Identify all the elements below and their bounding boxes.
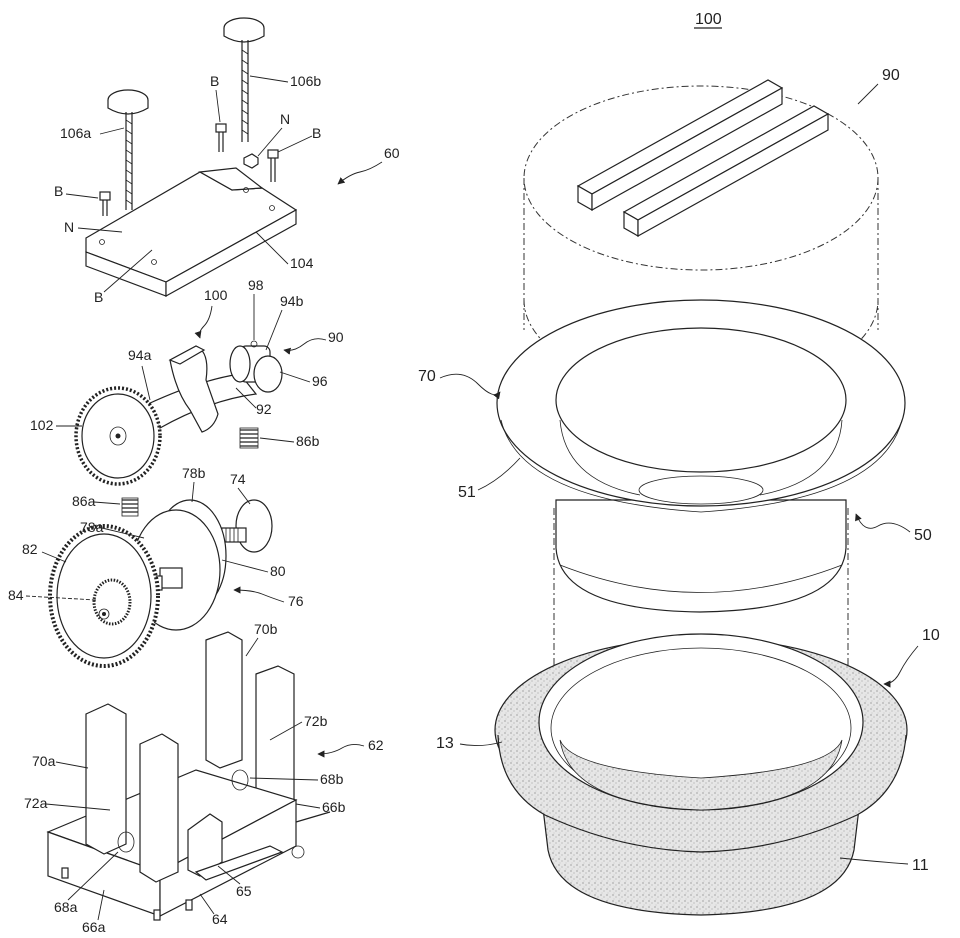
label-72a: 72a [24,795,48,811]
plate-104 [85,167,298,298]
part-10-base [494,633,908,916]
label-r51: 51 [458,484,476,501]
label-66b: 66b [322,799,346,815]
label-65: 65 [236,883,252,899]
main-figure-ref-label: 100 [694,11,722,29]
label-64: 64 [212,911,228,927]
label-B3: B [54,183,63,199]
label-90s: 90 [328,329,344,345]
label-106b: 106b [290,73,321,89]
label-r13: 13 [436,735,454,752]
gear-82 [48,524,160,668]
label-98: 98 [248,277,264,293]
part-50-flanged-cup [496,299,906,613]
label-106a: 106a [60,125,91,141]
label-86b: 86b [296,433,320,449]
label-66a: 66a [82,919,106,935]
label-62: 62 [368,737,384,753]
knob-106a [107,89,149,210]
label-N2: N [64,219,74,235]
part-90-bar-upper [576,79,784,212]
clamp-assembly-90 [147,340,283,433]
label-r10: 10 [922,627,940,644]
label-84: 84 [8,587,24,603]
label-r50: 50 [914,527,932,544]
label-68a: 68a [54,899,78,915]
label-96: 96 [312,373,328,389]
part-90-bar-lower [622,105,830,238]
label-60: 60 [384,145,400,161]
springs-86 [121,427,259,517]
label-B4: B [94,289,103,305]
frame-62 [46,631,331,921]
label-102: 102 [30,417,54,433]
label-86a: 86a [72,493,96,509]
label-94b: 94b [280,293,304,309]
label-94a: 94a [128,347,152,363]
knob-106b [223,17,265,142]
left-labels: 106a 106b B B B B N N 60 104 100 98 94b … [8,73,400,935]
label-76: 76 [288,593,304,609]
label-80: 80 [270,563,286,579]
label-78a: 78a [80,519,104,535]
gear-102 [74,386,162,486]
label-r11: 11 [912,857,929,874]
label-68b: 68b [320,771,344,787]
svg-text:100: 100 [695,11,722,28]
label-74: 74 [230,471,246,487]
label-r70: 70 [418,368,436,385]
label-72b: 72b [304,713,328,729]
label-70a: 70a [32,753,56,769]
label-78b: 78b [182,465,206,481]
label-N1: N [280,111,290,127]
label-100s: 100 [204,287,228,303]
right-labels: 90 70 51 50 10 13 11 [418,67,940,874]
label-B1: B [210,73,219,89]
label-104: 104 [290,255,314,271]
label-B2: B [312,125,321,141]
label-82: 82 [22,541,38,557]
label-70b: 70b [254,621,278,637]
label-92: 92 [256,401,272,417]
label-r90: 90 [882,67,900,84]
